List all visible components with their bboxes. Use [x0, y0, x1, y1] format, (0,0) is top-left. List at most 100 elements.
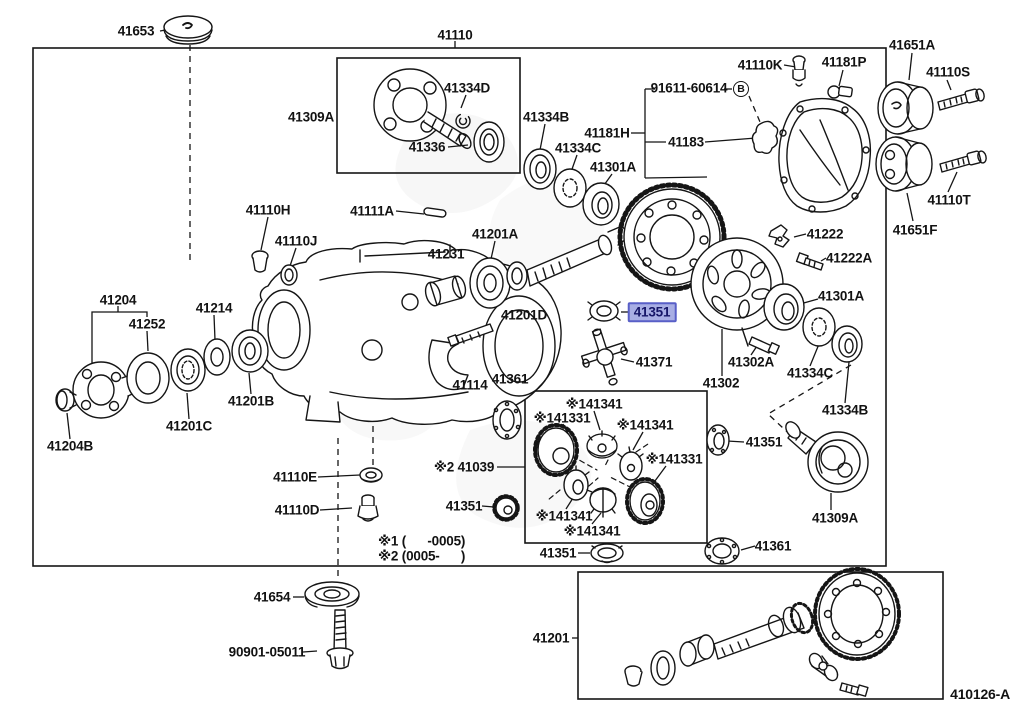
part-label-41361-bottom[interactable]: 41361	[754, 538, 792, 554]
spacer-41231-drawing	[424, 275, 467, 307]
part-label-41110d[interactable]: 41110D	[274, 502, 320, 518]
ring-gear-41302-drawing	[617, 182, 784, 347]
plug-41110h-drawing	[251, 250, 269, 273]
axle-shaft-41309a-drawing	[373, 68, 472, 150]
snap-ring-41334d-drawing	[455, 113, 471, 129]
part-label-41309a-bottom[interactable]: 41309A	[811, 510, 859, 526]
oil-seal-41336-drawing	[473, 121, 505, 163]
bolt-drawing	[839, 682, 869, 697]
bolt-41302a-drawing	[748, 336, 780, 355]
part-label-41222a[interactable]: 41222A	[825, 250, 873, 266]
part-label-41110s[interactable]: 41110S	[926, 64, 970, 80]
part-label-footnote-2: ※2 (0005- )	[378, 548, 466, 564]
part-label-41334b-right[interactable]: 41334B	[821, 402, 869, 418]
pinion-gear-right-drawing	[617, 446, 644, 481]
bolt-90901-05011-drawing	[326, 609, 354, 670]
part-label-41183[interactable]: 41183	[668, 134, 704, 150]
part-label-41110t[interactable]: 41110T	[927, 192, 971, 208]
part-label-note-141331-topleft[interactable]: ※141331	[533, 410, 591, 426]
grommet-41654-drawing	[304, 581, 360, 608]
part-label-41181p[interactable]: 41181P	[821, 54, 867, 70]
spider-gear-set-drawing	[533, 423, 665, 525]
cv-joint-41309a-bottom-drawing	[785, 421, 869, 493]
part-label-note-141341-top[interactable]: ※141341	[565, 396, 623, 412]
part-label-41334c-right[interactable]: 41334C	[786, 365, 834, 381]
part-label-41181h[interactable]: 41181H	[584, 125, 630, 141]
part-label-41110j[interactable]: 41110J	[274, 233, 318, 249]
part-label-41222[interactable]: 41222	[806, 226, 844, 242]
part-label-41309a[interactable]: 41309A	[287, 109, 335, 125]
washer-41214-drawing	[203, 338, 231, 376]
part-label-41252[interactable]: 41252	[128, 316, 166, 332]
part-label-41114[interactable]: 41114	[452, 377, 488, 393]
part-label-41351-left[interactable]: 41351	[445, 498, 483, 514]
parts-drawings	[55, 15, 987, 697]
part-label-41334b[interactable]: 41334B	[522, 109, 570, 125]
part-label-note-141341-botleft[interactable]: ※141341	[535, 508, 593, 524]
part-label-41204[interactable]: 41204	[99, 292, 137, 308]
part-label-41302[interactable]: 41302	[702, 375, 740, 391]
plug-41181p-drawing	[827, 85, 853, 99]
axle-shaft-box	[336, 57, 521, 174]
part-label-41351-selected[interactable]: 41351	[627, 302, 677, 322]
part-label-41651f[interactable]: 41651F	[892, 222, 938, 238]
side-gear-left-drawing	[533, 423, 579, 477]
part-label-41351-right[interactable]: 41351	[745, 434, 783, 450]
washer-41351-selected-drawing	[587, 300, 621, 322]
part-label-41110[interactable]: 41110	[437, 27, 473, 43]
part-label-41651a[interactable]: 41651A	[888, 37, 936, 53]
breather-cap-41653-drawing	[163, 15, 213, 45]
part-label-41214[interactable]: 41214	[195, 300, 233, 316]
part-label-91611-60614[interactable]: 91611-60614	[650, 80, 728, 96]
part-label-41653[interactable]: 41653	[117, 23, 155, 39]
side-gear-right-drawing	[625, 477, 665, 525]
part-label-note-141331-right[interactable]: ※141331	[645, 451, 703, 467]
pinion-gear-bottom-drawing	[589, 487, 617, 518]
part-label-41351-bottom[interactable]: 41351	[539, 545, 577, 561]
gasket-41183-drawing	[751, 120, 779, 155]
drive-pinion-box	[577, 571, 944, 700]
part-label-41334c[interactable]: 41334C	[554, 140, 602, 156]
part-label-41201d[interactable]: 41201D	[500, 307, 548, 323]
part-label-41654[interactable]: 41654	[253, 589, 291, 605]
bearing-cap-41114-drawing	[428, 323, 494, 391]
part-label-41201b[interactable]: 41201B	[227, 393, 275, 409]
bolt-41222a-drawing	[795, 252, 824, 271]
breather-41110k-drawing	[792, 55, 806, 87]
part-label-note-141341-topright[interactable]: ※141341	[616, 417, 674, 433]
bolt-41110t-drawing	[939, 150, 987, 173]
part-label-41302a[interactable]: 41302A	[727, 354, 775, 370]
part-label-41361-left[interactable]: 41361	[491, 371, 529, 387]
part-label-90901-05011[interactable]: 90901-05011	[228, 644, 306, 660]
part-label-41201[interactable]: 41201	[532, 630, 570, 646]
bearing-41334b-right-drawing	[831, 325, 863, 363]
part-label-note-141341-bottom[interactable]: ※141341	[563, 523, 621, 539]
part-label-41110e[interactable]: 41110E	[273, 469, 317, 485]
part-label-41301a[interactable]: 41301A	[589, 159, 637, 175]
part-label-41371[interactable]: 41371	[635, 354, 673, 370]
part-label-41111a[interactable]: 41111A	[350, 203, 394, 219]
part-label-41301a-right[interactable]: 41301A	[817, 288, 865, 304]
part-label-41204b[interactable]: 41204B	[46, 438, 94, 454]
pin-41111a-drawing	[423, 207, 447, 218]
part-label-41336[interactable]: 41336	[408, 139, 446, 155]
mount-41651a-drawing	[877, 81, 934, 135]
part-label-41231[interactable]: 41231	[427, 246, 465, 262]
part-label-41110h[interactable]: 41110H	[245, 202, 291, 218]
bolt-41110s-drawing	[937, 88, 985, 111]
part-label-41201a[interactable]: 41201A	[471, 226, 519, 242]
part-label-note-41039[interactable]: ※2 41039	[433, 459, 495, 475]
ring-41201d-drawing	[506, 261, 528, 291]
ring-41252-drawing	[126, 352, 170, 404]
part-label-41110k[interactable]: 41110K	[737, 57, 783, 73]
bearing-41201a-drawing	[469, 257, 511, 309]
washer-41334c-right-drawing	[802, 307, 836, 347]
seal-41201c-drawing	[170, 348, 206, 392]
part-label-41334d[interactable]: 41334D	[443, 80, 491, 96]
part-label-41201c[interactable]: 41201C	[165, 418, 213, 434]
washer-41351-right-drawing	[706, 424, 730, 456]
frame-boxes	[32, 47, 944, 700]
bearing-41301a-left-drawing	[582, 182, 620, 226]
